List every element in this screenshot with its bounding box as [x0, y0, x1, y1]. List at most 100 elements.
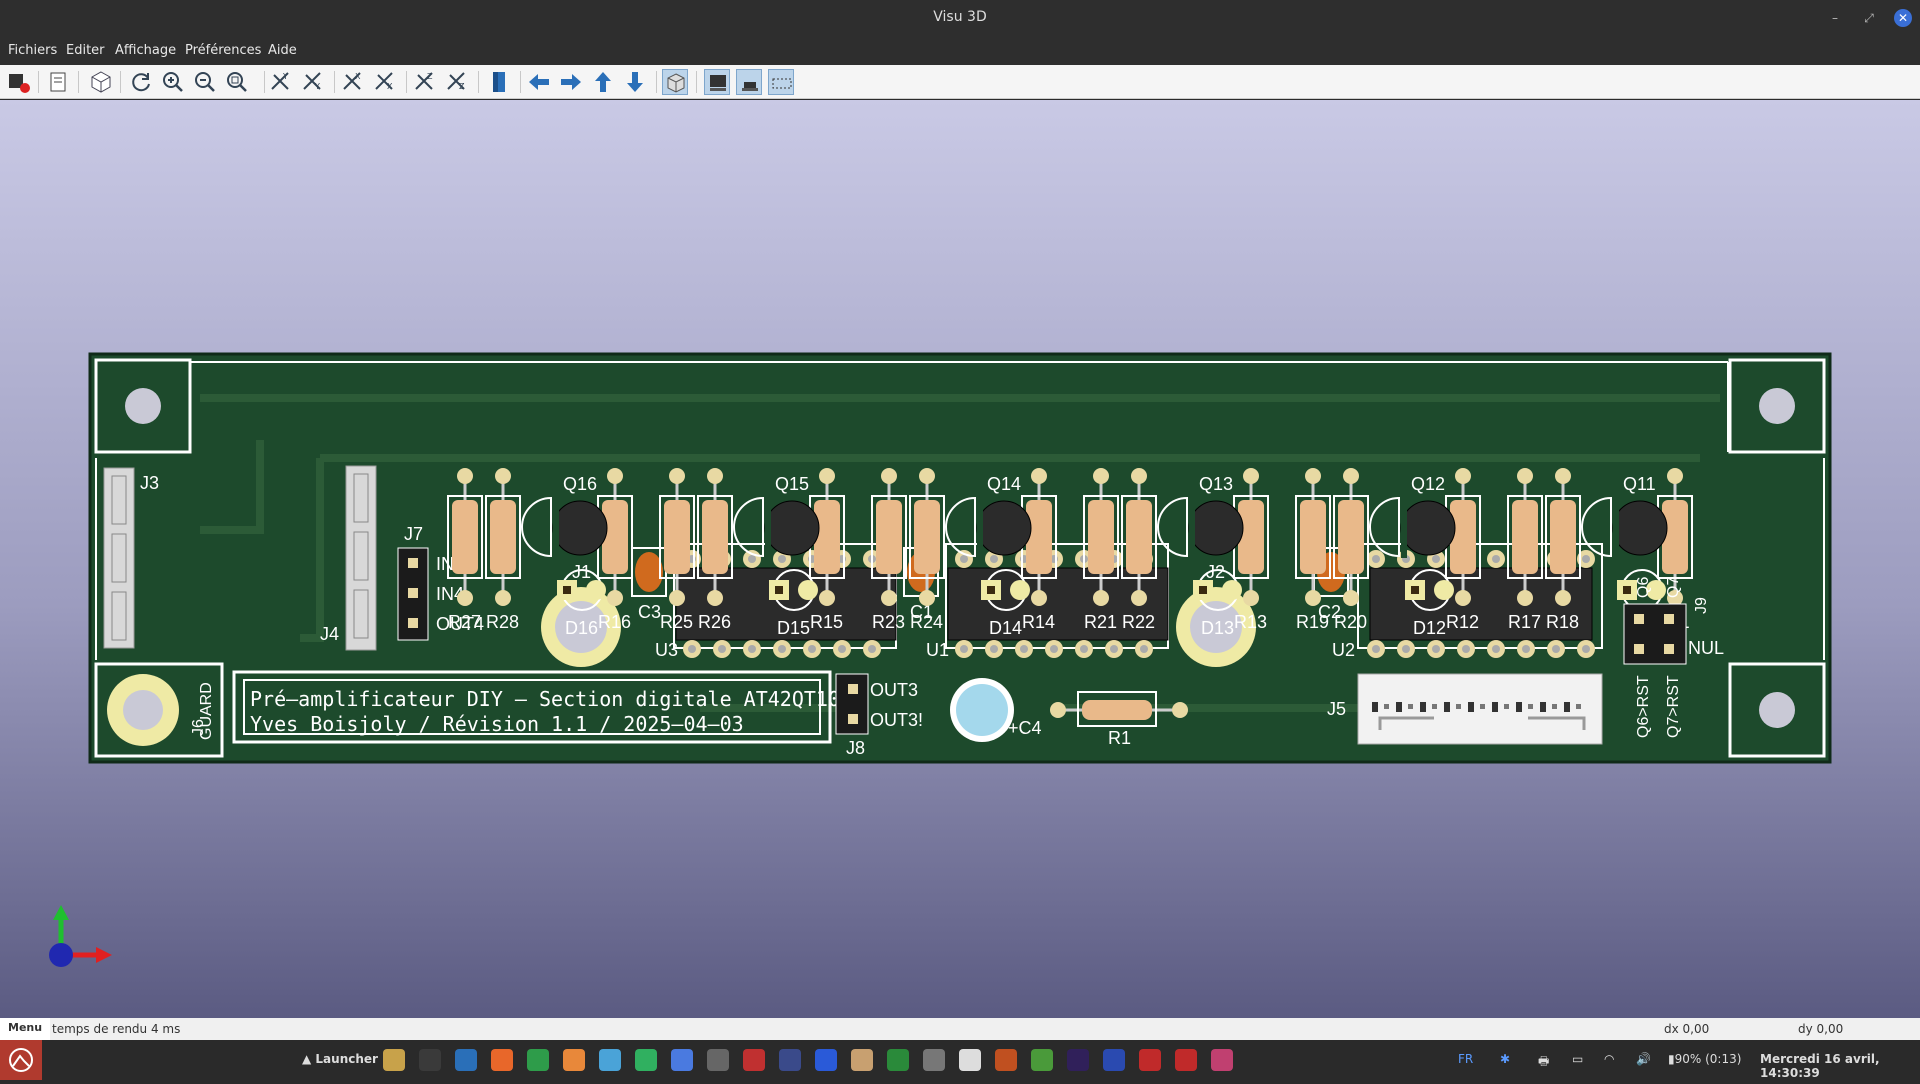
taskbar-app-icon[interactable]: [455, 1049, 477, 1071]
taskbar-app-icon[interactable]: [851, 1049, 873, 1071]
taskbar-app-icon[interactable]: [1067, 1049, 1089, 1071]
taskbar-app-icon[interactable]: [383, 1049, 405, 1071]
label-q13: Q13: [1199, 474, 1233, 494]
taskbar-app-icon[interactable]: [1211, 1049, 1233, 1071]
label-r15: R15: [810, 612, 843, 632]
taskbar-app-icon[interactable]: [959, 1049, 981, 1071]
transistor-q14: [945, 496, 1032, 558]
taskbar-app-icon[interactable]: [671, 1049, 693, 1071]
label-q16: Q16: [563, 474, 597, 494]
label-r22: R22: [1122, 612, 1155, 632]
move-down-icon[interactable]: [622, 69, 648, 95]
render-mode-3-icon[interactable]: [768, 69, 794, 95]
svg-text:Y: Y: [314, 82, 320, 91]
reload-icon[interactable]: [128, 69, 154, 95]
move-left-icon[interactable]: [526, 69, 552, 95]
rotate-z-cw-icon[interactable]: Z: [412, 69, 438, 95]
connector-j6: [94, 662, 224, 758]
taskbar-app-icon[interactable]: [1175, 1049, 1197, 1071]
taskbar-app-icon[interactable]: [563, 1049, 585, 1071]
rotate-z-ccw-icon[interactable]: Z: [444, 69, 470, 95]
menu-preferences[interactable]: Préférences: [185, 43, 262, 58]
render-time: temps de rendu 4 ms: [52, 1022, 181, 1036]
label-nul: NUL: [1688, 638, 1724, 658]
render-mode-2-icon[interactable]: [736, 69, 762, 95]
volume-icon[interactable]: 🔊: [1636, 1052, 1651, 1066]
taskbar-app-icon[interactable]: [995, 1049, 1017, 1071]
label-u2: U2: [1332, 640, 1355, 660]
bluetooth-icon[interactable]: ✱: [1500, 1052, 1511, 1066]
label-q11: Q11: [1623, 474, 1656, 494]
taskbar-app-icon[interactable]: [527, 1049, 549, 1071]
taskbar-app-icon[interactable]: [1031, 1049, 1053, 1071]
taskbar-app-icon[interactable]: [599, 1049, 621, 1071]
resistor-R28: [485, 468, 521, 606]
label-j6: J6: [190, 719, 207, 736]
mounting-holes: [94, 358, 1826, 758]
menu-affichage[interactable]: Affichage: [115, 43, 177, 58]
move-up-icon[interactable]: [590, 69, 616, 95]
label-d14: D14: [989, 618, 1022, 638]
move-right-icon[interactable]: [558, 69, 584, 95]
flip-board-icon[interactable]: [486, 69, 512, 95]
label-r18: R18: [1546, 612, 1579, 632]
taskbar-app-icon[interactable]: [707, 1049, 729, 1071]
battery-status[interactable]: ▮90% (0:13): [1668, 1052, 1742, 1066]
zoom-fit-icon[interactable]: [224, 69, 250, 95]
zoom-in-icon[interactable]: [160, 69, 186, 95]
resistor-R24: [909, 468, 945, 606]
label-j5: J5: [1327, 699, 1346, 719]
taskbar-app-icon[interactable]: [635, 1049, 657, 1071]
maximize-icon[interactable]: ⤢: [1864, 11, 1874, 25]
3d-viewport[interactable]: J3 J4 J7 IN3 IN4 OUT4 J1: [0, 100, 1920, 1018]
taskbar-app-icon[interactable]: [887, 1049, 909, 1071]
resistor-R14: [1021, 468, 1057, 606]
menu-button[interactable]: Menu: [0, 1018, 51, 1040]
rotate-y-cw-icon[interactable]: X: [340, 69, 366, 95]
label-c1: C1: [910, 602, 933, 622]
rotate-x-cw-icon[interactable]: Y: [268, 69, 294, 95]
clock[interactable]: Mercredi 16 avril, 14:30:39: [1760, 1052, 1880, 1080]
wifi-icon[interactable]: ◠: [1604, 1052, 1615, 1066]
label-r21: R21: [1084, 612, 1117, 632]
svg-text:X: X: [387, 82, 393, 91]
start-menu-icon[interactable]: [0, 1040, 42, 1080]
label-r1: R1: [1108, 728, 1131, 748]
led-d13: [1193, 569, 1242, 611]
taskbar-app-icon[interactable]: [815, 1049, 837, 1071]
keyboard-layout[interactable]: FR: [1458, 1052, 1474, 1066]
printer-icon[interactable]: 🖶: [1538, 1054, 1550, 1068]
launcher-button[interactable]: ▲ Launcher: [302, 1052, 378, 1066]
taskbar-app-icon[interactable]: [419, 1049, 441, 1071]
taskbar-app-icon[interactable]: [743, 1049, 765, 1071]
menu-aide[interactable]: Aide: [268, 43, 297, 58]
display-icon[interactable]: ▭: [1572, 1052, 1584, 1066]
label-u3: U3: [655, 640, 678, 660]
connector-j9: [1623, 603, 1687, 665]
menu-editer[interactable]: Editer: [66, 43, 105, 58]
resistor-R23: [871, 468, 907, 606]
close-icon[interactable]: ✕: [1894, 9, 1912, 27]
taskbar-app-icon[interactable]: [1139, 1049, 1161, 1071]
transistor-q12: [1369, 496, 1456, 558]
delta-x: dx 0,00: [1664, 1022, 1710, 1036]
minimize-icon[interactable]: –: [1832, 11, 1838, 25]
rotate-x-ccw-icon[interactable]: Y: [300, 69, 326, 95]
3d-view-icon[interactable]: [88, 69, 114, 95]
render-mode-1-icon[interactable]: [704, 69, 730, 95]
taskbar-app-icon[interactable]: [1103, 1049, 1125, 1071]
transistor-q11: [1581, 496, 1668, 558]
copy-image-icon[interactable]: [46, 69, 72, 95]
taskbar-app-icon[interactable]: [491, 1049, 513, 1071]
resistor-R15: [809, 468, 845, 606]
window-titlebar: Visu 3D – ⤢ ✕: [0, 0, 1920, 36]
taskbar-app-icon[interactable]: [923, 1049, 945, 1071]
rotate-y-ccw-icon[interactable]: X: [372, 69, 398, 95]
ortho-toggle-icon[interactable]: [662, 69, 688, 95]
menubar: Fichiers Editer Affichage Préférences Ai…: [0, 36, 1920, 65]
zoom-out-icon[interactable]: [192, 69, 218, 95]
menu-fichiers[interactable]: Fichiers: [8, 43, 58, 58]
taskbar-app-icon[interactable]: [779, 1049, 801, 1071]
export-icon[interactable]: [6, 69, 32, 95]
board-title-line2: Yves Boisjoly / Révision 1.1 / 2025–04–0…: [250, 712, 744, 736]
